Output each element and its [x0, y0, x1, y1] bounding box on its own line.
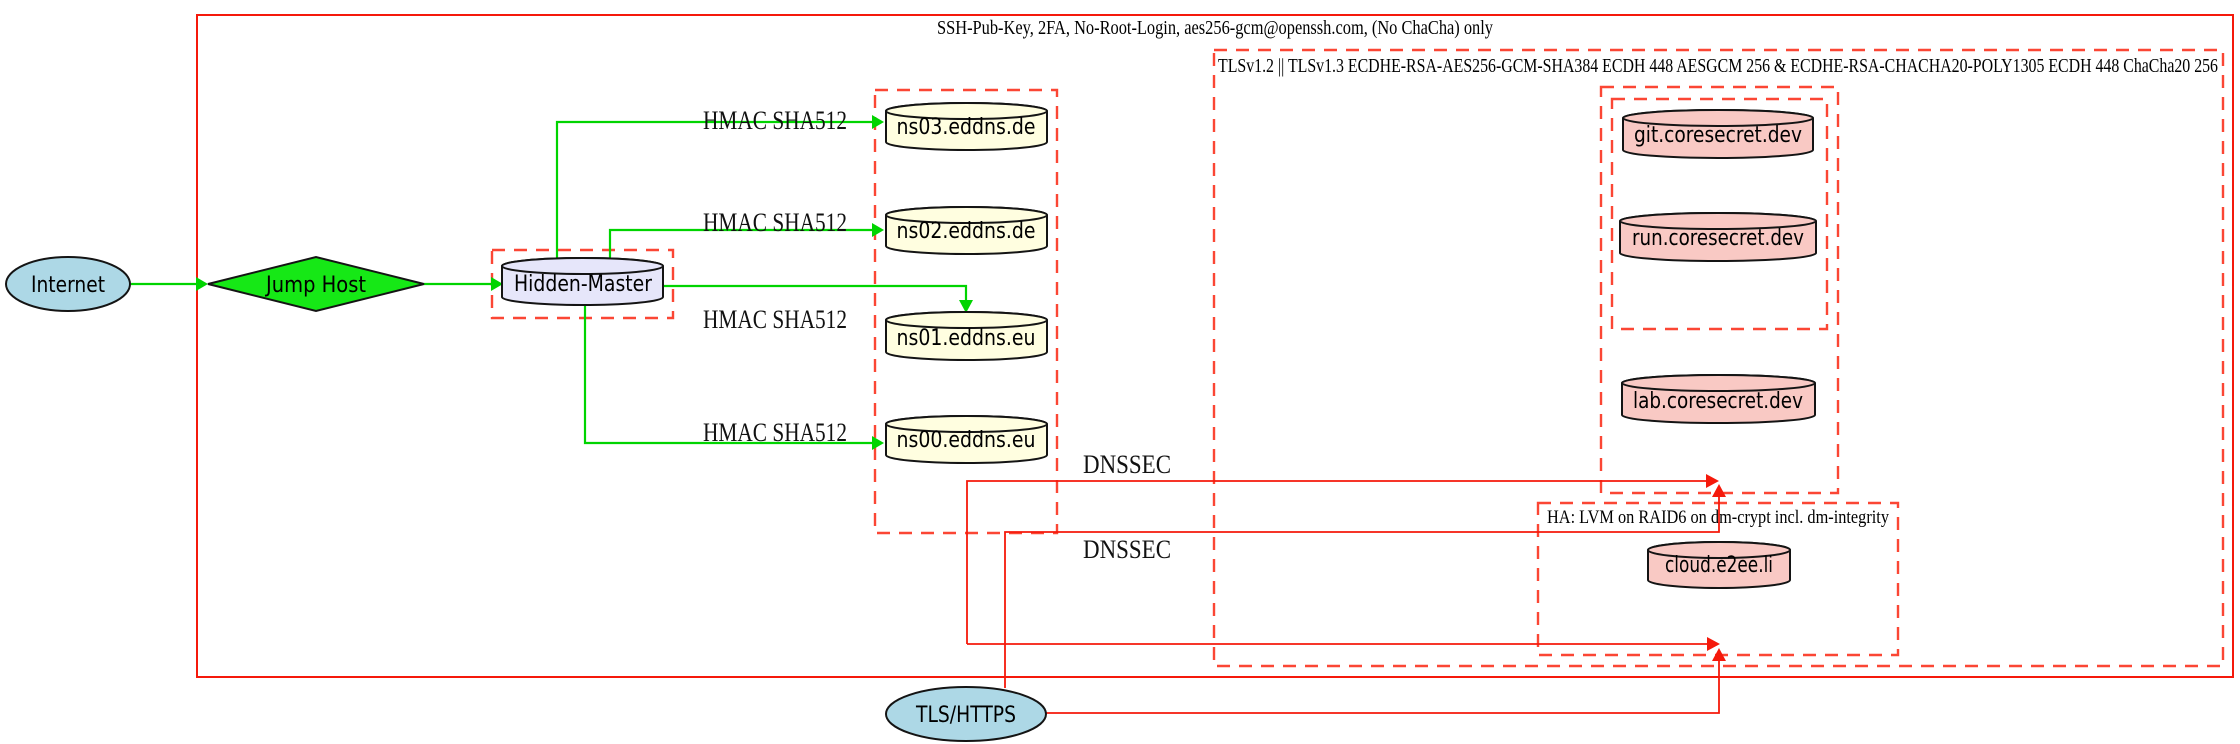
edge-tlshttps-to-ha-cluster [1046, 648, 1726, 714]
cluster-coresecret-outer-border [1599, 85, 1840, 495]
node-lab-label: lab.coresecret.dev [1633, 389, 1803, 414]
node-hidden-master: Hidden-Master [501, 257, 664, 306]
node-ns01: ns01.eddns.eu [885, 311, 1048, 361]
arrowhead [196, 277, 208, 291]
cluster-ssh-border [196, 14, 2234, 678]
edge-label-hmac-1: HMAC SHA512 [703, 106, 847, 135]
node-tls-https-label: TLS/HTTPS [915, 703, 1016, 728]
node-ns03-label: ns03.eddns.de [897, 115, 1036, 140]
node-run: run.coresecret.dev [1619, 212, 1817, 262]
cluster-ssh-label: SSH-Pub-Key, 2FA, No-Root-Login, aes256-… [937, 17, 1493, 39]
node-internet-label: Internet [31, 273, 105, 298]
cylinder-cap [885, 206, 1048, 224]
cylinder-cap [885, 415, 1048, 433]
node-cloud-label: cloud.e2ee.li [1665, 553, 1773, 578]
arrowhead [1712, 648, 1726, 661]
node-git: git.coresecret.dev [1622, 109, 1814, 159]
node-cloud: cloud.e2ee.li [1647, 541, 1791, 589]
node-ns00: ns00.eddns.eu [885, 415, 1048, 464]
node-ns02: ns02.eddns.de [885, 206, 1048, 255]
cylinder-cap [1619, 212, 1817, 230]
arrowhead [959, 300, 973, 313]
arrowhead [1712, 484, 1726, 497]
cluster-coresecret-inner-border [1610, 97, 1829, 331]
edge-hiddenmaster-to-ns02 [608, 223, 884, 258]
node-git-label: git.coresecret.dev [1634, 123, 1802, 148]
edge-label-hmac-3: HMAC SHA512 [703, 305, 847, 334]
edge-internet-to-jumphost [131, 277, 208, 291]
node-internet: Internet [5, 256, 131, 312]
edge-label-hmac-2: HMAC SHA512 [703, 208, 847, 237]
node-hidden-master-label: Hidden-Master [514, 272, 653, 297]
node-ns02-label: ns02.eddns.de [897, 219, 1036, 244]
arrowhead [872, 436, 884, 450]
node-jump-host-label: Jump Host [264, 273, 366, 298]
node-tls-https: TLS/HTTPS [885, 686, 1047, 742]
edge-jumphost-to-hiddenmaster [424, 277, 503, 291]
arrowhead [872, 115, 884, 129]
arrowhead [491, 277, 503, 291]
jump-host-diamond [207, 255, 425, 313]
edge-hiddenmaster-to-ns03 [555, 115, 884, 258]
tls-https-ellipse [885, 686, 1047, 742]
node-run-label: run.coresecret.dev [1632, 226, 1804, 251]
cylinder-cap [1622, 109, 1814, 127]
edge-tlshttps-to-coresecret [1004, 484, 1726, 688]
node-ns00-label: ns00.eddns.eu [897, 428, 1036, 453]
edge-dnssec-lower [967, 637, 1720, 651]
arrowhead [1706, 474, 1719, 488]
cluster-tls-label: TLSv1.2 || TLSv1.3 ECDHE-RSA-AES256-GCM-… [1218, 55, 2218, 77]
cluster-nameservers-border [873, 88, 1059, 535]
cylinder-cap [885, 311, 1048, 329]
node-jump-host: Jump Host [207, 255, 425, 313]
cylinder-cap [1621, 374, 1816, 392]
edge-label-dnssec-2: DNSSEC [1083, 535, 1171, 564]
node-lab: lab.coresecret.dev [1621, 374, 1816, 424]
edge-label-hmac-4: HMAC SHA512 [703, 418, 847, 447]
cylinder-cap [885, 102, 1048, 120]
cluster-ssh: SSH-Pub-Key, 2FA, No-Root-Login, aes256-… [196, 14, 2234, 678]
edge-dnssec-upper [966, 474, 1719, 644]
cylinder-cap [501, 257, 664, 275]
node-ns01-label: ns01.eddns.eu [897, 326, 1036, 351]
edge-hiddenmaster-to-ns01 [663, 284, 973, 313]
edge-hiddenmaster-to-ns00 [583, 305, 884, 450]
cylinder-cap [1647, 541, 1791, 559]
internet-ellipse [5, 256, 131, 312]
node-ns03: ns03.eddns.de [885, 102, 1048, 151]
arrowhead [872, 223, 884, 237]
cluster-tls: TLSv1.2 || TLSv1.3 ECDHE-RSA-AES256-GCM-… [1212, 48, 2225, 668]
edge-label-dnssec-1: DNSSEC [1083, 450, 1171, 479]
arrowhead [1707, 637, 1720, 651]
